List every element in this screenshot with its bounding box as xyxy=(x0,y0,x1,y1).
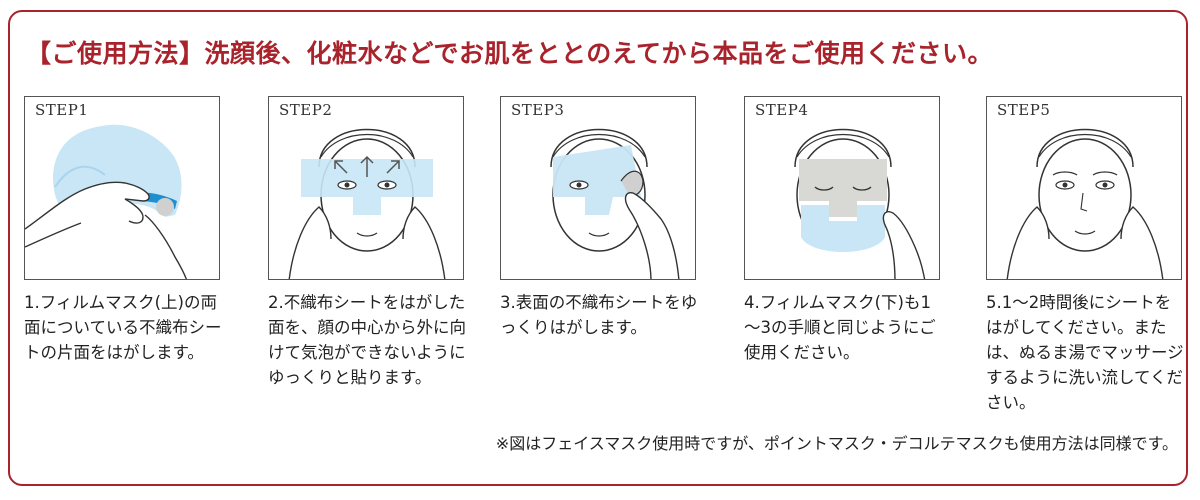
page-title: 【ご使用方法】洗顔後、化粧水などでお肌をととのえてから本品をご使用ください。 xyxy=(26,34,993,70)
title-bracket: 【ご使用方法】 xyxy=(26,39,205,68)
step-4-label: STEP4 xyxy=(755,101,809,119)
mask-peel-illustration xyxy=(25,124,188,279)
sheet-peel-illustration xyxy=(550,128,680,279)
step-5-illustration: STEP5 xyxy=(986,96,1182,280)
step-2-illustration: STEP2 xyxy=(268,96,464,280)
finished-face-illustration xyxy=(1006,128,1164,279)
step-1-label: STEP1 xyxy=(35,101,89,119)
step-4-illustration: STEP4 xyxy=(744,96,940,280)
footnote: ※図はフェイスマスク使用時ですが、ポイントマスク・デコルテマスクも使用方法は同様… xyxy=(495,434,1178,453)
face-apply-illustration xyxy=(288,128,446,279)
title-intro: 洗顔後、化粧水などでお肌をととのえてから本品をご使用ください。 xyxy=(204,39,994,68)
step-4-description: 4.フィルムマスク(下)も1～3の手順と同じようにご使用ください。 xyxy=(744,293,936,362)
step-5-description: 5.1～2時間後にシートをはがしてください。または、ぬるま湯でマッサージするよう… xyxy=(986,293,1184,412)
step-2-label: STEP2 xyxy=(279,101,333,119)
step-3-label: STEP3 xyxy=(511,101,565,119)
step-5-label: STEP5 xyxy=(997,101,1051,119)
step-3-illustration: STEP3 xyxy=(500,96,696,280)
step-3-description: 3.表面の不織布シートをゆっくりはがします。 xyxy=(500,293,698,337)
lower-mask-illustration xyxy=(794,128,926,279)
step-1-illustration: STEP1 xyxy=(24,96,220,280)
step-2-description: 2.不織布シートをはがした面を、顔の中心から外に向けて気泡ができないようにゆっく… xyxy=(268,293,466,387)
step-1-description: 1.フィルムマスク(上)の両面についている不織布シートの片面をはがします。 xyxy=(24,293,222,362)
